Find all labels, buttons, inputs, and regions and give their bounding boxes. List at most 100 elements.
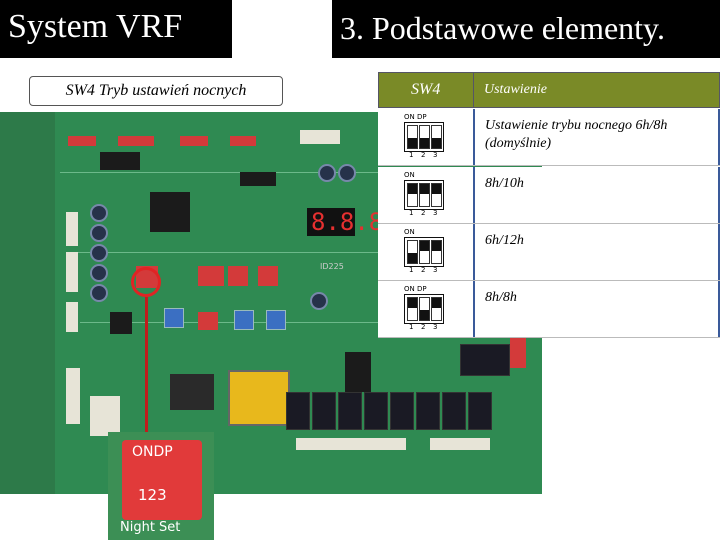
capacitor [90, 224, 108, 242]
pcb-serial: ID225 [320, 262, 344, 271]
ic-chip [100, 152, 140, 170]
ic-chip [345, 352, 371, 392]
red-connector [230, 136, 256, 146]
dip-number: 2 [421, 266, 426, 274]
table-header-sw4-text: SW4 [411, 81, 441, 98]
setting-text: Ustawienie trybu nocnego 6h/8h (domyślni… [485, 118, 668, 151]
white-connector [66, 368, 80, 424]
dip-switch [198, 266, 224, 286]
red-connector [180, 136, 208, 146]
dip-slot-3 [431, 297, 442, 321]
table-header-setting-text: Ustawienie [484, 82, 547, 97]
dip-on-label: ON [404, 228, 415, 236]
dip-slot-3 [431, 183, 442, 207]
dip-number: 2 [421, 323, 426, 331]
setting-text-cell: 8h/8h [473, 281, 720, 337]
dip-slot-1 [407, 240, 418, 264]
dip-knob [420, 310, 429, 320]
dip-number: 1 [409, 209, 414, 217]
capacitor [338, 164, 356, 182]
dip-slot-2 [419, 183, 430, 207]
red-connector [68, 136, 96, 146]
dip-slot-1 [407, 125, 418, 149]
coil [170, 374, 214, 410]
pcb-trace [70, 252, 450, 253]
white-connector [300, 130, 340, 144]
dip-switch [228, 266, 248, 286]
dip-slot-1 [407, 183, 418, 207]
dip-knob [432, 138, 441, 148]
dip-switch [198, 312, 218, 330]
setting-text-cell: 8h/10h [473, 167, 720, 223]
caption-box: SW4 Tryb ustawień nocnych [29, 76, 283, 106]
setting-text: 8h/8h [485, 290, 517, 305]
capacitor [318, 164, 336, 182]
ic-chip [240, 172, 276, 186]
setting-text-cell: 6h/12h [473, 224, 720, 280]
dip-knob [408, 184, 417, 194]
dip-number: 3 [433, 266, 438, 274]
transformer [228, 370, 290, 426]
header-right: 3. Podstawowe elementy. [332, 0, 720, 58]
caption-text: SW4 Tryb ustawień nocnych [65, 82, 247, 99]
relay [460, 344, 510, 376]
dip-knob [408, 138, 417, 148]
red-connector [118, 136, 154, 146]
relay [416, 392, 440, 430]
setting-text-cell: Ustawienie trybu nocnego 6h/8h (domyślni… [473, 109, 720, 165]
header-left: System VRF [0, 0, 232, 58]
dip-body [404, 294, 444, 324]
dip-slot-2 [419, 297, 430, 321]
table-header-setting: Ustawienie [473, 72, 720, 108]
zoom-numbers: 123 [138, 486, 167, 504]
zoom-top-label: ONDP [132, 444, 173, 460]
dip-number: 2 [421, 209, 426, 217]
dip-switch [258, 266, 278, 286]
seven-segment-display: 8.8.8. [307, 208, 398, 236]
dip-body [404, 122, 444, 152]
sw4-zoom-inset: ONDP 123 Night Set [108, 432, 214, 540]
blue-rotary-switch [234, 310, 254, 330]
dip-knob [432, 298, 441, 308]
dip-slot-2 [419, 240, 430, 264]
relay [364, 392, 388, 430]
dip-body [404, 180, 444, 210]
blue-rotary-switch [164, 308, 184, 328]
dip-knob [432, 184, 441, 194]
capacitor [90, 244, 108, 262]
relay [468, 392, 492, 430]
dip-knob [420, 138, 429, 148]
capacitor [310, 292, 328, 310]
dip-number: 1 [409, 151, 414, 159]
dip-number: 1 [409, 266, 414, 274]
white-connector [90, 396, 120, 436]
white-connector [66, 212, 78, 246]
dip-slot-2 [419, 125, 430, 149]
dip-number: 3 [433, 323, 438, 331]
white-connector [430, 438, 490, 450]
dip-on-label: ON DP [404, 285, 427, 293]
zoom-bottom-label: Night Set [120, 520, 181, 535]
white-connector [296, 438, 406, 450]
dip-number: 1 [409, 323, 414, 331]
red-connector [510, 338, 526, 368]
header-right-title: 3. Podstawowe elementy. [340, 10, 665, 46]
dip-knob [408, 253, 417, 263]
blue-rotary-switch [266, 310, 286, 330]
relay [442, 392, 466, 430]
dip-number: 2 [421, 151, 426, 159]
dip-number: 3 [433, 209, 438, 217]
dip-on-label: ON DP [404, 113, 427, 121]
setting-text: 6h/12h [485, 233, 524, 248]
relay [286, 392, 310, 430]
